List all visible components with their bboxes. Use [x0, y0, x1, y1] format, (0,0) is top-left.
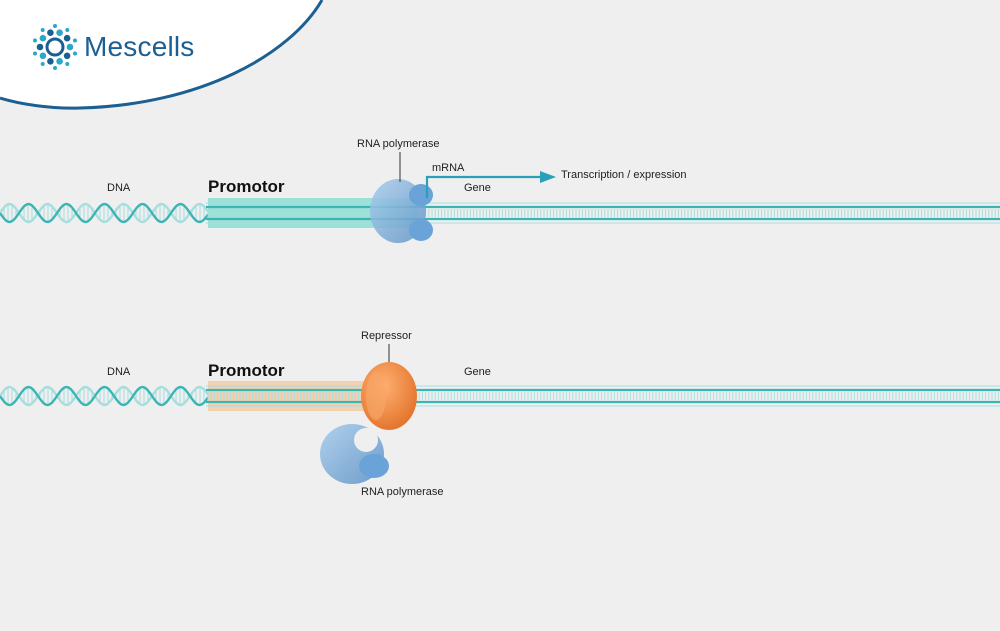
panel-active — [0, 152, 1000, 243]
mescells-logo-icon — [33, 24, 77, 70]
dna-label-repressed: DNA — [107, 366, 131, 378]
expression-label: Transcription / expression — [561, 169, 687, 181]
repressor-protein — [361, 362, 417, 430]
promoter-label-active: Promotor — [208, 177, 285, 196]
rna-polymerase-active — [370, 179, 433, 243]
polymerase-label-repressed: RNA polymerase — [361, 486, 444, 498]
repressor-label: Repressor — [361, 330, 412, 342]
brand-name: Mescells — [84, 31, 195, 62]
mrna-arrow-head — [540, 171, 556, 183]
gene-label-repressed: Gene — [464, 366, 491, 378]
mrna-arrow — [425, 175, 540, 198]
dna-helix-active — [0, 202, 209, 224]
panel-repressed — [0, 344, 1000, 484]
mrna-label: mRNA — [432, 162, 465, 174]
header-arc — [0, 0, 324, 110]
dna-label-active: DNA — [107, 182, 131, 194]
dna-helix-repressed — [0, 385, 209, 407]
promoter-label-repressed: Promotor — [208, 361, 285, 380]
gene-label-active: Gene — [464, 182, 491, 194]
polymerase-label-active: RNA polymerase — [357, 138, 440, 150]
rna-polymerase-displaced — [320, 424, 389, 484]
header-background — [0, 0, 322, 109]
